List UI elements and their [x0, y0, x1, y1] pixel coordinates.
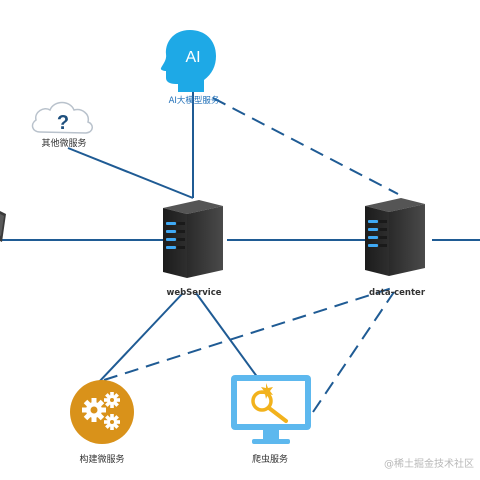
question-cloud-icon: ? — [31, 101, 93, 134]
crawler-service-label: 爬虫服务 — [251, 455, 289, 465]
edge-other-webservice — [67, 147, 194, 199]
ai-icon-text: AI — [185, 49, 200, 66]
watermark-text: @稀土掘金技术社区 — [384, 459, 474, 470]
webservice-server-icon — [163, 200, 223, 278]
edge-build-datacenter — [103, 287, 393, 381]
device-icon — [0, 211, 6, 242]
ai-service-label: AI大模型服务 — [168, 96, 220, 106]
monitor-magnifier-icon — [231, 375, 311, 444]
datacenter-server-icon — [365, 198, 425, 276]
other-services-label: 其他微服务 — [41, 139, 87, 149]
build-service-label: 构建微服务 — [79, 455, 125, 465]
edge-ai-datacenter — [212, 97, 399, 195]
ai-head-icon: AI — [160, 30, 216, 92]
gears-icon — [70, 380, 134, 444]
svg-text:?: ? — [57, 112, 69, 134]
edge-webservice-crawler — [195, 292, 259, 379]
datacenter-label: data-center — [368, 288, 426, 298]
edge-crawler-datacenter — [312, 291, 395, 413]
edge-webservice-build — [97, 292, 184, 384]
webservice-label: webService — [166, 288, 222, 298]
connections — [0, 90, 480, 413]
